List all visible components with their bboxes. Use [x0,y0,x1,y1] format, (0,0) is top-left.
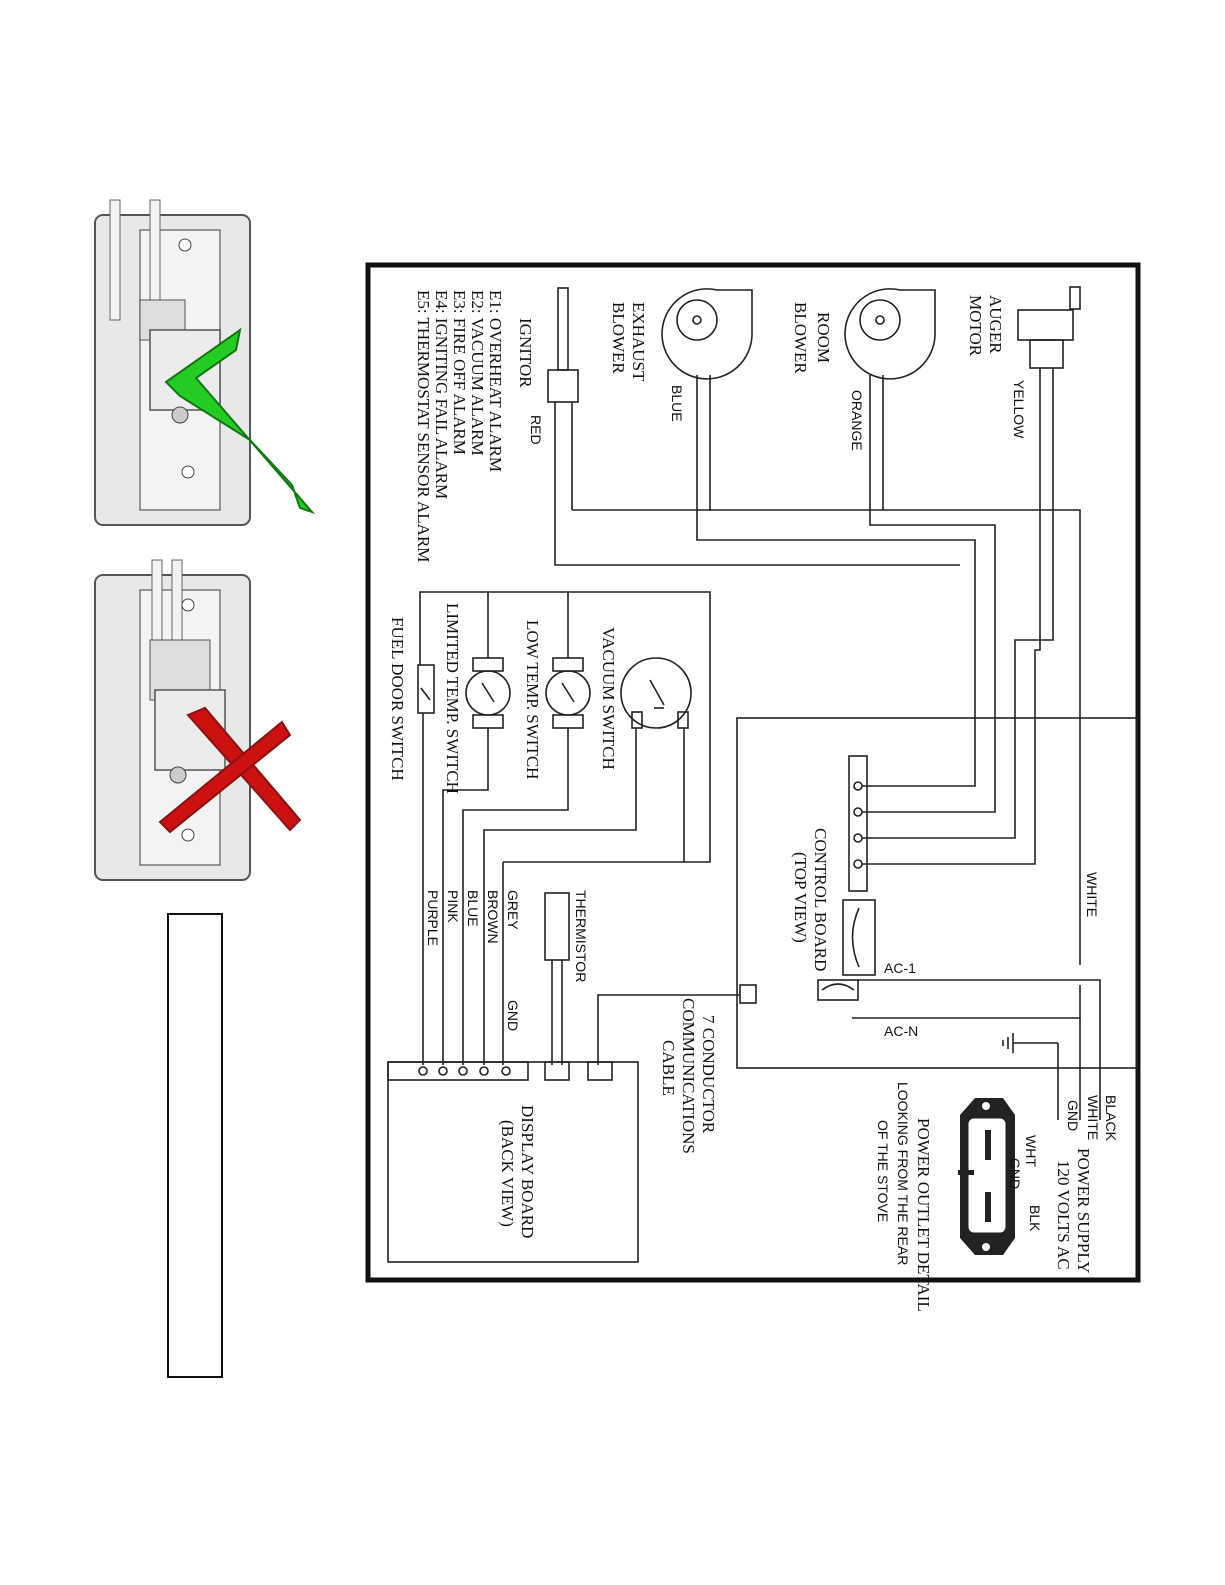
auger-motor-label-2: MOTOR [966,295,985,357]
outlet-caption-1: POWER OUTLET DETAIL [914,1118,933,1312]
wire-label-blue-top: BLUE [669,385,685,422]
control-board-label-2: (TOP VIEW) [791,852,810,943]
ground-symbol [1002,1033,1058,1053]
power-outlet-symbol [958,1098,1015,1255]
display-board-label-2: (BACK VIEW) [498,1120,517,1227]
exhaust-blower [661,288,753,380]
wire-label-white: WHITE [1084,872,1100,917]
comm-port [739,984,757,1004]
wire-label-brown: BROWN [485,890,501,944]
exhaust-blower-label-2: BLOWER [609,302,628,374]
auger-motor-label: AUGER [986,295,1005,354]
alarm-e1: E1: OVERHEAT ALARM [486,290,505,472]
diagram-frame [365,262,1141,1283]
limited-temp-switch-label: LIMITED TEMP. SWITCH [443,603,462,794]
outlet-caption-3: OF THE STOVE [875,1120,891,1222]
display-board-terminal-strip [387,1061,529,1081]
outlet-pin-wht: WHT [1023,1135,1039,1167]
outlet-pin-gnd: GND [1007,1158,1023,1189]
thermistor-label: THERMISTOR [573,890,589,982]
power-lead-white: WHITE [1085,1095,1101,1140]
wire-labels: YELLOW ORANGE BLUE RED WHITE AC-1 AC-N G… [425,380,1119,1265]
plug-illustration-correct [94,199,316,526]
low-temp-switch-label: LOW TEMP. SWITCH [523,620,542,779]
comm-port-display [587,1061,613,1081]
plug-illustration-incorrect [94,559,302,881]
comm-cable-label-2: COMMUNICATIONS [679,998,698,1154]
power-lead-black: BLACK [1103,1095,1119,1142]
auger-motor [1017,286,1081,369]
wire-label-ac1: AC-1 [884,960,916,976]
low-temp-switch-symbol [545,657,591,729]
control-board-outline [736,717,1138,1069]
wire-label-acn: AC-N [884,1023,918,1039]
fuel-door-switch-symbol [417,664,435,714]
outlet-caption-2: LOOKING FROM THE REAR [895,1082,911,1265]
thermistor-body [544,892,570,961]
vacuum-switch-symbol [620,657,692,729]
vacuum-switch-label: VACUUM SWITCH [599,627,618,770]
component-labels: AUGER MOTOR ROOM BLOWER EXHAUST BLOWER I… [388,290,1093,1312]
wire-label-yellow: YELLOW [1011,380,1027,439]
alarm-e3: E3: FIRE OFF ALARM [450,290,469,455]
control-board-terminal-strip [848,755,868,892]
room-blower-label-2: BLOWER [791,302,810,374]
thermistor-port [544,1061,570,1081]
ignitor-label: IGNITOR [516,318,535,388]
power-supply-voltage: 120 VOLTS AC [1054,1160,1073,1270]
blank-note-box [167,913,223,1378]
exhaust-blower-label: EXHAUST [629,302,648,382]
display-board-label: DISPLAY BOARD [518,1105,537,1238]
outlet-pin-blk: BLK [1027,1205,1043,1232]
control-board-fuse [842,899,876,976]
wire-label-purple: PURPLE [425,890,441,946]
alarm-e2: E2: VACUUM ALARM [468,290,487,456]
ignitor-element [547,287,579,403]
x-mark-icon [158,706,302,834]
wiring [419,368,1101,1120]
power-lead-gnd: GND [1065,1100,1081,1131]
wire-label-grey: GREY [505,890,521,930]
checkmark-icon [164,327,316,515]
limited-temp-switch-symbol [465,657,511,729]
comm-cable-label: 7 CONDUCTOR [699,1015,718,1134]
fuel-door-switch-label: FUEL DOOR SWITCH [388,617,407,781]
wire-label-pink: PINK [445,890,461,923]
alarm-e5: E5: THERMOSTAT SENSOR ALARM [414,290,433,562]
control-board-terminals [853,781,863,869]
ac-fuse [817,979,859,1001]
comm-cable-label-3: CABLE [659,1040,678,1096]
wire-label-blue: BLUE [465,890,481,927]
alarm-e4: E4: IGNITING FAIL ALARM [432,290,451,499]
wire-label-red: RED [528,415,544,445]
power-supply-label: POWER SUPPLY [1074,1148,1093,1273]
wire-label-orange: ORANGE [849,390,865,451]
display-board-terminals [418,1066,511,1076]
wire-label-gnd: GND [505,1000,521,1031]
room-blower-label: ROOM [814,312,833,363]
room-blower [844,288,936,380]
control-board-label: CONTROL BOARD [811,828,830,971]
